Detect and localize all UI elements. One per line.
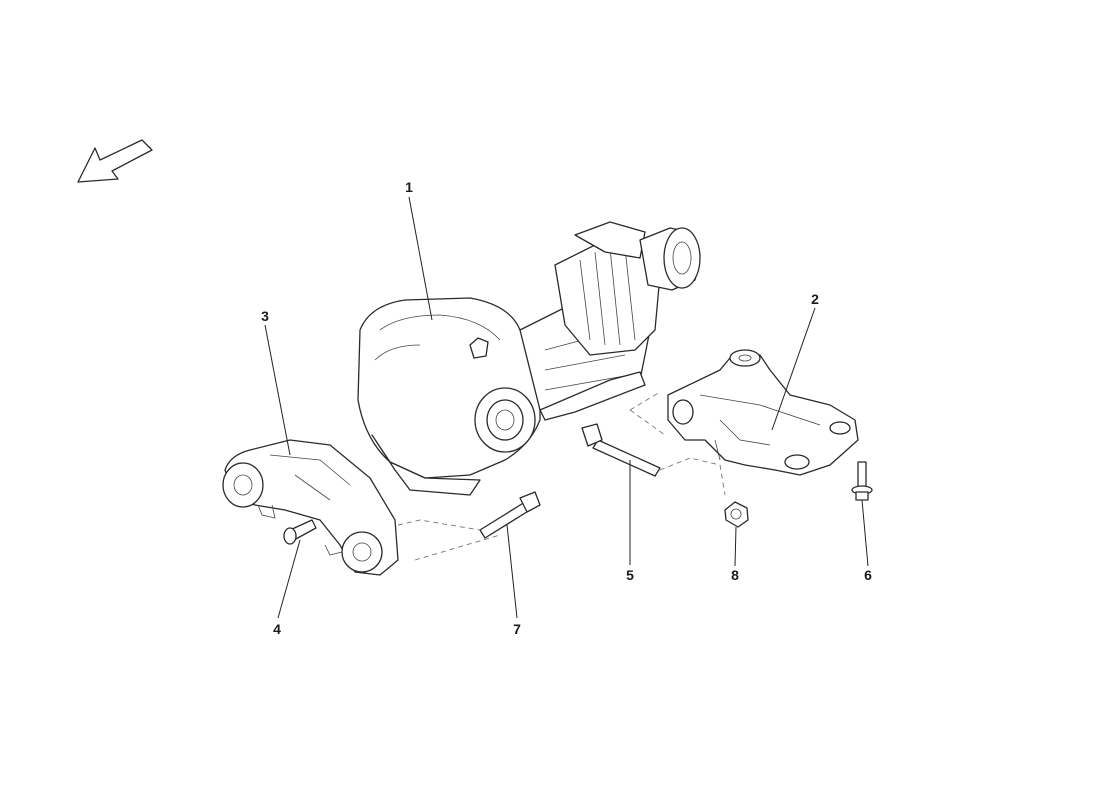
leader-lines [264,196,869,619]
callout-7: 7 [513,621,521,637]
long-bolt-7 [479,491,541,539]
direction-arrow-icon [77,139,153,183]
right-mount-bracket [667,349,859,476]
flange-bolt-6 [851,461,873,501]
callout-1: 1 [405,179,413,195]
callout-8: 8 [731,567,739,583]
left-mount-bracket [222,439,399,576]
callout-labels: 1 2 3 4 5 6 7 8 [261,179,872,637]
nut-8 [724,501,749,528]
differential-housing [357,221,701,496]
assembly-dashed-lines [397,391,726,561]
short-bolt-4 [283,519,317,545]
callout-2: 2 [811,291,819,307]
long-bolt-5 [581,423,661,477]
callout-4: 4 [273,621,281,637]
callout-6: 6 [864,567,872,583]
callout-5: 5 [626,567,634,583]
callout-3: 3 [261,308,269,324]
